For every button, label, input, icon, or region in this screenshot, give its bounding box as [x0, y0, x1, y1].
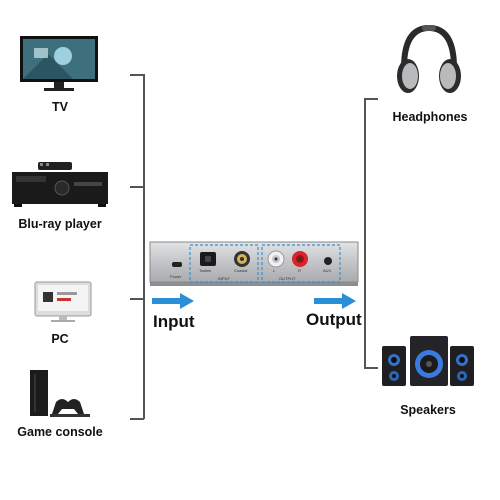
headphones-icon — [396, 22, 462, 98]
tv-icon — [18, 34, 100, 96]
port-label-toslink: Toslink — [199, 268, 211, 273]
input-label: Input — [153, 312, 195, 332]
output-bracket-vertical — [364, 98, 366, 368]
output-arrow-icon — [314, 293, 356, 309]
input-tick-console — [130, 418, 144, 420]
bluray-player-icon — [10, 160, 110, 208]
output-label-headphones: Headphones — [388, 110, 472, 124]
output-label: Output — [306, 310, 362, 330]
port-label-aux: AUX — [323, 268, 331, 273]
port-label-power: Power — [170, 274, 181, 279]
output-tick-headphones — [364, 98, 378, 100]
input-arrow-icon — [152, 293, 194, 309]
port-label-coaxial: Coaxial — [234, 268, 247, 273]
output-label-speakers: Speakers — [392, 403, 464, 417]
source-label-pc: PC — [45, 332, 75, 346]
speakers-icon — [380, 334, 476, 388]
source-label-console: Game console — [10, 425, 110, 439]
port-label-right: R — [298, 268, 301, 273]
input-bracket-vertical — [143, 74, 145, 419]
source-label-bluray: Blu-ray player — [14, 217, 106, 231]
source-label-tv: TV — [40, 100, 80, 114]
game-console-icon — [26, 368, 98, 420]
input-tick-bluray — [130, 186, 144, 188]
port-label-left: L — [273, 268, 275, 273]
input-tick-tv — [130, 74, 144, 76]
output-tick-speakers — [364, 367, 378, 369]
pc-icon — [33, 280, 93, 324]
converter-body — [150, 242, 358, 288]
port-label-output: OUTPUT — [279, 276, 295, 281]
input-tick-pc — [130, 298, 144, 300]
port-label-input: INPUT — [218, 276, 230, 281]
